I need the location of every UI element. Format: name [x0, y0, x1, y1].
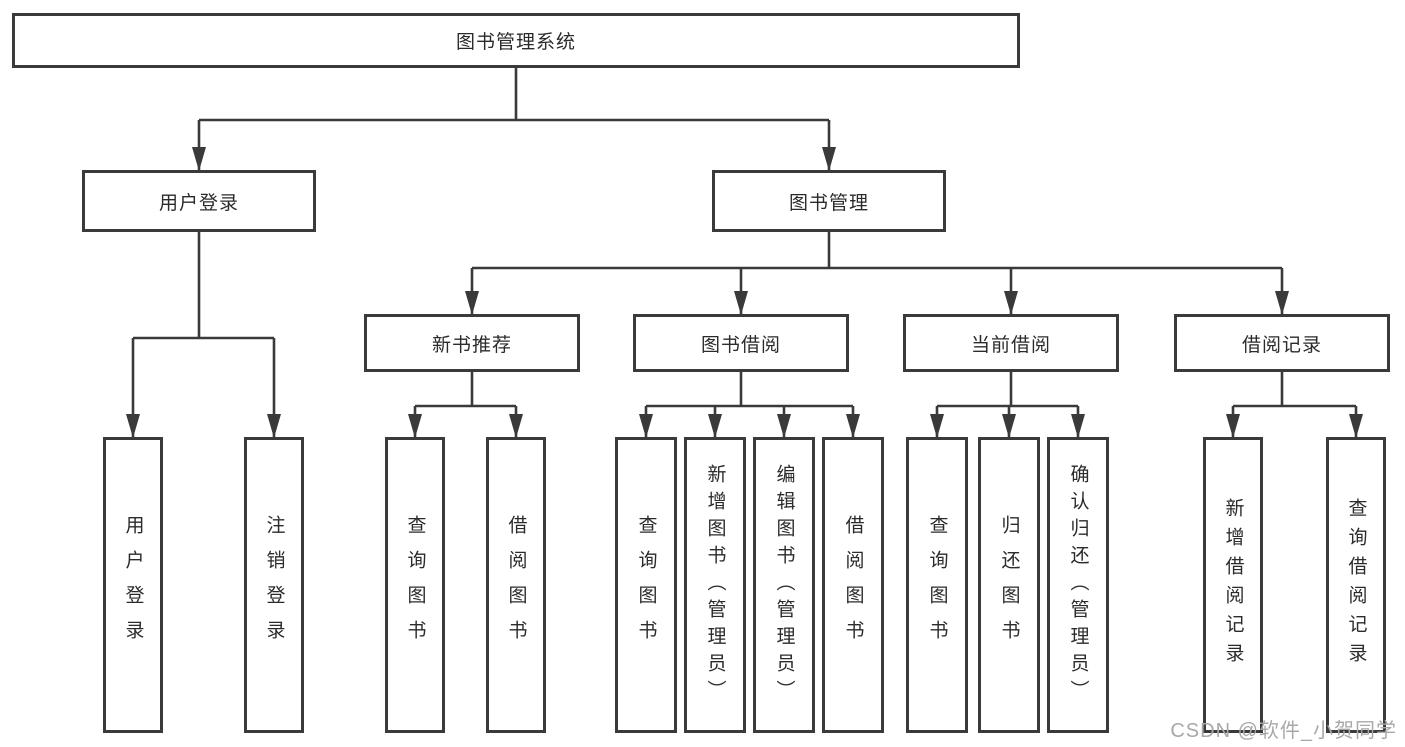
leaf-return-book-label: 归还图书 — [998, 515, 1020, 655]
leaf-borrow-book-1-label: 借阅图书 — [505, 515, 527, 655]
node-book-management: 图书管理 — [712, 170, 946, 232]
leaf-add-book-admin: 新增图书（管理员） — [684, 437, 746, 733]
leaf-logout-label: 注销登录 — [263, 515, 285, 655]
branch-rails — [133, 68, 1356, 408]
node-book-borrowing: 图书借阅 — [633, 314, 849, 372]
node-current-borrowing-label: 当前借阅 — [970, 334, 1051, 356]
node-new-book-recommend-label: 新书推荐 — [431, 334, 512, 356]
node-borrowing-records: 借阅记录 — [1174, 314, 1390, 372]
node-user-login-label: 用户登录 — [158, 192, 239, 214]
leaf-borrow-book-2: 借阅图书 — [822, 437, 884, 733]
leaf-query-book-2: 查询图书 — [615, 437, 677, 733]
leaf-borrow-book-1: 借阅图书 — [486, 437, 546, 733]
leaf-user-login: 用户登录 — [103, 437, 163, 733]
leaf-edit-book-admin-label: 编辑图书（管理员） — [773, 463, 795, 707]
node-new-book-recommend: 新书推荐 — [364, 314, 580, 372]
leaf-query-borrow-record: 查询借阅记录 — [1326, 437, 1386, 733]
leaf-query-book-3: 查询图书 — [906, 437, 968, 733]
leaf-add-book-admin-label: 新增图书（管理员） — [704, 463, 726, 707]
leaf-query-book-3-label: 查询图书 — [926, 515, 948, 655]
node-root: 图书管理系统 — [12, 13, 1020, 68]
node-book-borrowing-label: 图书借阅 — [700, 334, 781, 356]
csdn-watermark: CSDN @软件_小贺同学 — [1170, 720, 1397, 742]
leaf-query-borrow-record-label: 查询借阅记录 — [1345, 498, 1367, 672]
node-book-management-label: 图书管理 — [788, 192, 869, 214]
node-root-label: 图书管理系统 — [455, 32, 576, 53]
node-user-login: 用户登录 — [82, 170, 316, 232]
leaf-edit-book-admin: 编辑图书（管理员） — [753, 437, 815, 733]
node-borrowing-records-label: 借阅记录 — [1241, 334, 1322, 356]
leaf-confirm-return-admin-label: 确认归还（管理员） — [1067, 463, 1089, 707]
leaf-confirm-return-admin: 确认归还（管理员） — [1047, 437, 1109, 733]
leaf-return-book: 归还图书 — [978, 437, 1040, 733]
node-current-borrowing: 当前借阅 — [903, 314, 1119, 372]
leaf-add-borrow-record-label: 新增借阅记录 — [1222, 498, 1244, 672]
leaf-query-book-1: 查询图书 — [385, 437, 445, 733]
leaf-borrow-book-2-label: 借阅图书 — [842, 515, 864, 655]
leaf-logout: 注销登录 — [244, 437, 304, 733]
leaf-user-login-label: 用户登录 — [122, 515, 144, 655]
leaf-add-borrow-record: 新增借阅记录 — [1203, 437, 1263, 733]
leaf-query-book-1-label: 查询图书 — [404, 515, 426, 655]
leaf-query-book-2-label: 查询图书 — [635, 515, 657, 655]
